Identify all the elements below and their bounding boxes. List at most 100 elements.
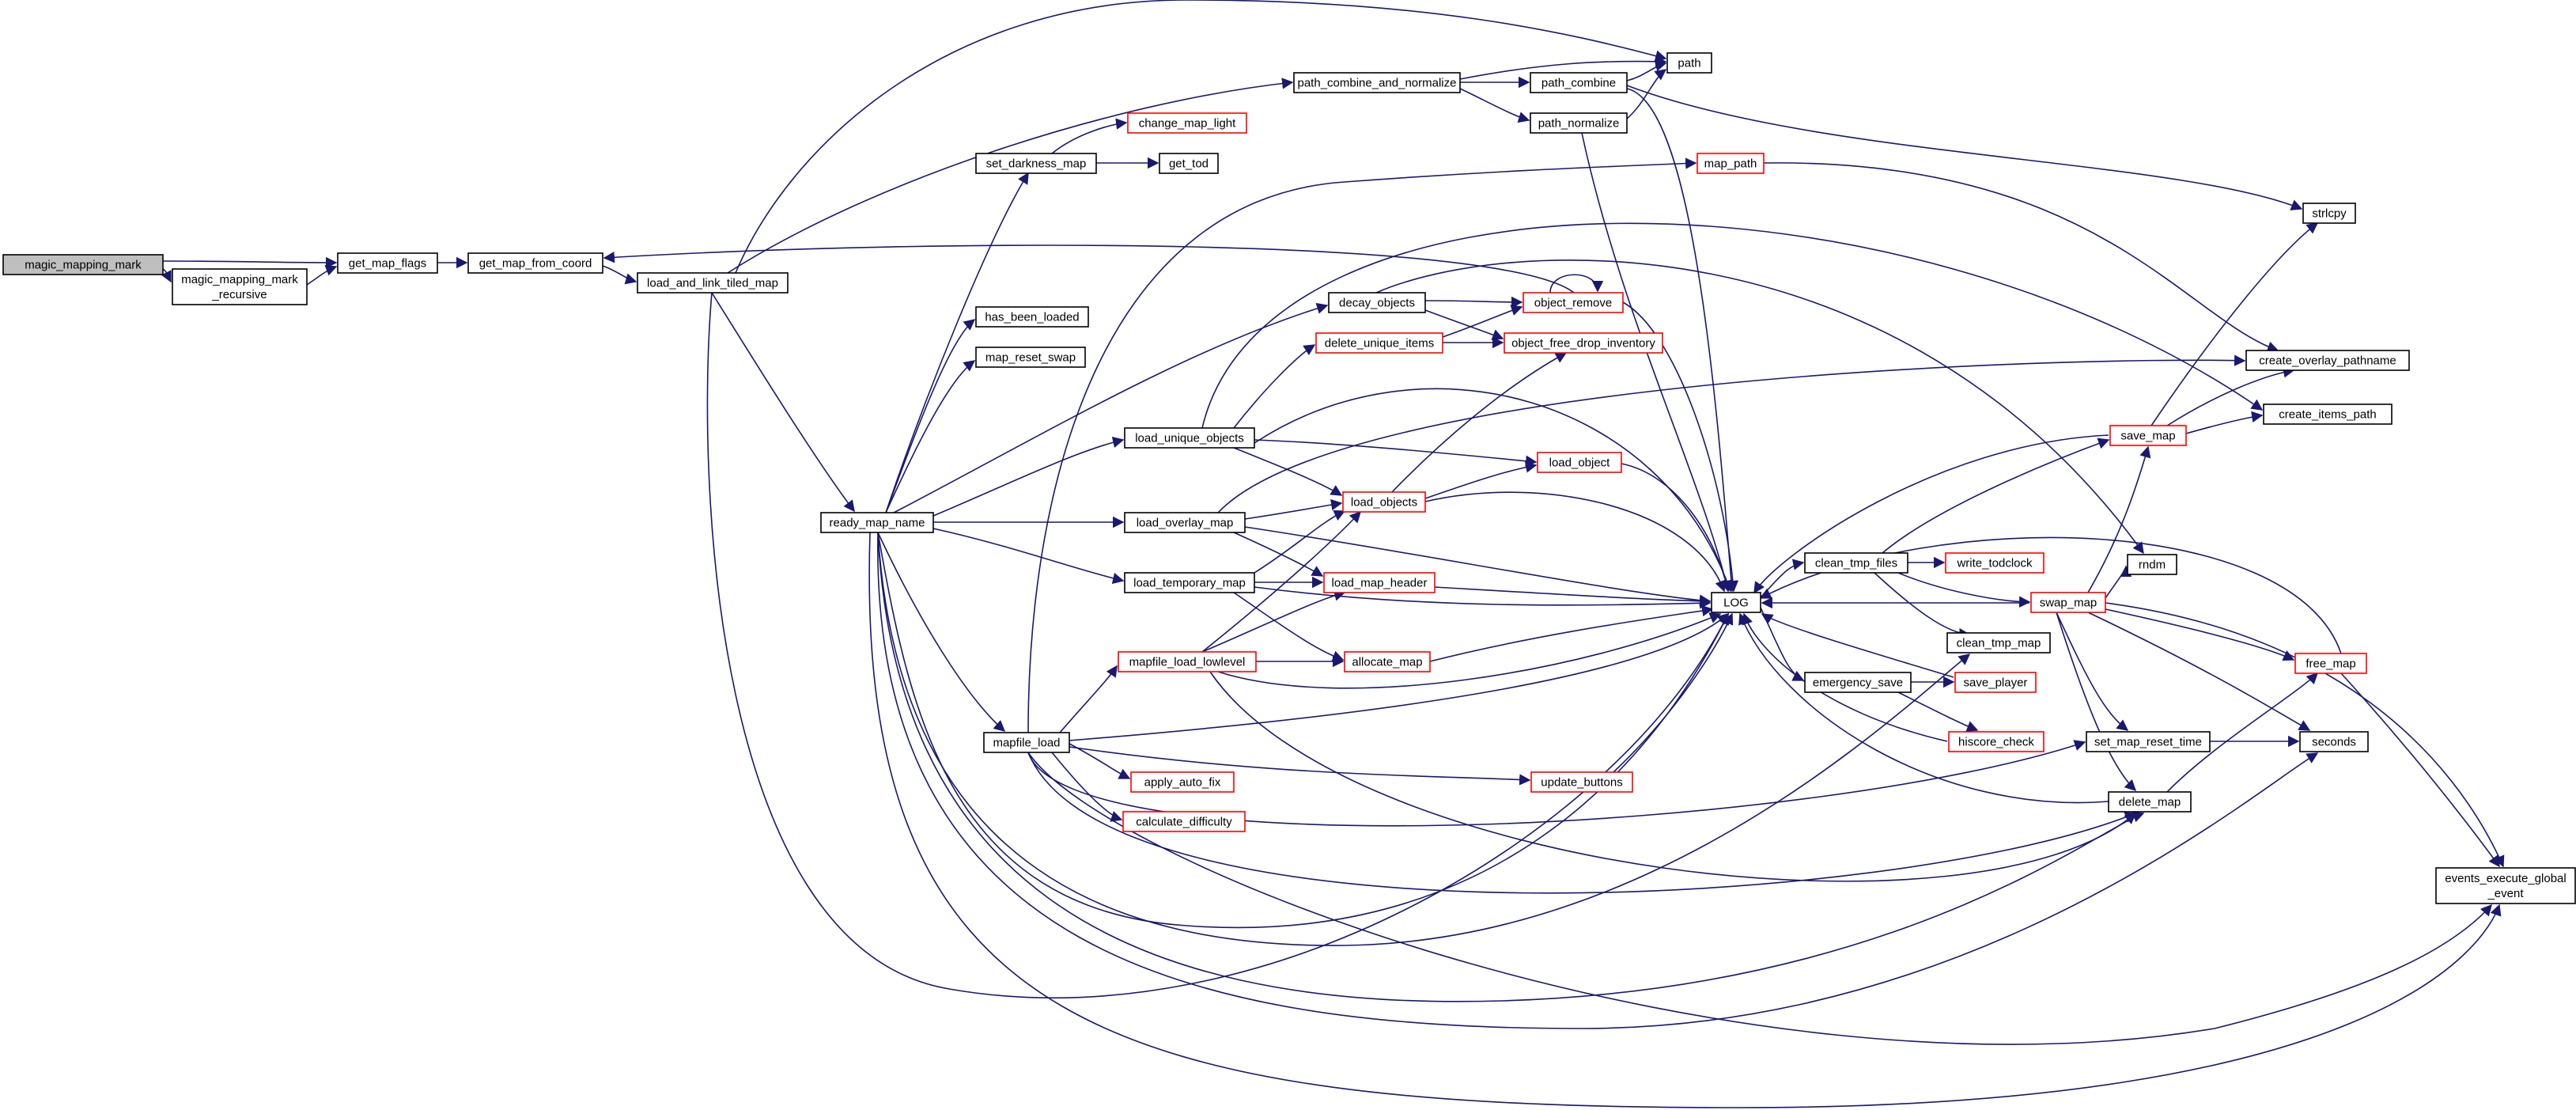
node-path-combine-and-normalize[interactable]: path_combine_and_normalize xyxy=(1293,72,1461,93)
node-label: set_map_reset_time xyxy=(2094,736,2202,749)
node-label: object_free_drop_inventory xyxy=(1511,337,1655,350)
node-label: magic_mapping_mark xyxy=(181,273,298,286)
node-delete-unique-items[interactable]: delete_unique_items xyxy=(1315,332,1443,354)
node-write-todclock[interactable]: write_todclock xyxy=(1945,552,2045,574)
node-hiscore-check[interactable]: hiscore_check xyxy=(1948,731,2045,752)
node-box xyxy=(1328,292,1426,313)
node-label: load_unique_objects xyxy=(1135,432,1244,445)
node-box xyxy=(467,252,603,274)
node-get-map-from-coord[interactable]: get_map_from_coord xyxy=(467,252,603,274)
node-label: object_remove xyxy=(1534,297,1612,310)
node-emergency-save[interactable]: emergency_save xyxy=(1804,672,1912,693)
edge-load-overlay-map-to-LOG xyxy=(1244,526,1712,607)
node-calculate-difficulty[interactable]: calculate_difficulty xyxy=(1122,811,1246,832)
node-create-overlay-pathname[interactable]: create_overlay_pathname xyxy=(2245,350,2410,371)
node-decay-objects[interactable]: decay_objects xyxy=(1328,292,1426,313)
node-set-map-reset-time[interactable]: set_map_reset_time xyxy=(2086,731,2211,752)
edge-save-map-to-LOG xyxy=(1753,434,2109,594)
node-label: map_reset_swap xyxy=(985,351,1076,365)
node-clean-tmp-map[interactable]: clean_tmp_map xyxy=(1946,632,2051,653)
edge-mapfile-load-lowlevel-to-load-objects xyxy=(1201,510,1361,653)
edge-ready-map-name-to-has-been-loaded xyxy=(885,319,976,513)
node-label: _event xyxy=(2487,887,2524,900)
node-set-darkness-map[interactable]: set_darkness_map xyxy=(975,153,1097,174)
edge-load-objects-to-LOG xyxy=(1424,491,1727,593)
node-ready-map-name[interactable]: ready_map_name xyxy=(820,512,934,533)
node-box xyxy=(975,153,1097,174)
node-create-items-path[interactable]: create_items_path xyxy=(2263,403,2393,425)
edge-mapfile-load-to-calculate-difficulty xyxy=(1051,752,1123,822)
edge-load-unique-objects-to-create-items-path xyxy=(1201,222,2264,429)
node-has-been-loaded[interactable]: has_been_loaded xyxy=(975,306,1089,328)
node-label: set_darkness_map xyxy=(986,157,1087,171)
node-strlcpy[interactable]: strlcpy xyxy=(2302,203,2356,224)
node-path[interactable]: path xyxy=(1666,52,1712,74)
node-box xyxy=(2435,867,2576,904)
node-save-map[interactable]: save_map xyxy=(2109,425,2187,446)
edge-map-path-to-create-overlay-pathname xyxy=(1763,162,2279,353)
node-path-combine[interactable]: path_combine xyxy=(1530,72,1628,93)
node-update-buttons[interactable]: update_buttons xyxy=(1530,771,1633,793)
edge-load-and-link-tiled-map-to-path xyxy=(735,0,1667,274)
node-delete-map[interactable]: delete_map xyxy=(2108,791,2192,813)
node-swap-map[interactable]: swap_map xyxy=(2030,592,2106,613)
node-box xyxy=(1954,672,2037,693)
node-allocate-map[interactable]: allocate_map xyxy=(1344,651,1431,672)
edge-mapfile-load-to-delete-map xyxy=(1027,752,2137,894)
node-label: path_combine xyxy=(1541,77,1616,90)
node-mapfile-load[interactable]: mapfile_load xyxy=(983,732,1070,753)
edge-object-remove-to-object-remove xyxy=(1549,274,1604,294)
edge-clean-tmp-files-to-save-map xyxy=(1882,438,2110,554)
node-load-map-header[interactable]: load_map_header xyxy=(1323,572,1436,593)
node-free-map[interactable]: free_map xyxy=(2294,653,2367,674)
node-load-unique-objects[interactable]: load_unique_objects xyxy=(1124,427,1255,449)
node-save-player[interactable]: save_player xyxy=(1954,672,2037,693)
edge-load-overlay-map-to-create-overlay-pathname xyxy=(1217,354,2246,513)
edge-swap-map-to-rndm xyxy=(2105,565,2132,599)
node-object-free-drop-inventory[interactable]: object_free_drop_inventory xyxy=(1504,332,1663,354)
edge-decay-objects-to-object-remove xyxy=(1424,296,1523,309)
node-label: allocate_map xyxy=(1352,656,1422,669)
edge-decay-objects-to-rndm xyxy=(1375,260,2144,555)
node-object-remove[interactable]: object_remove xyxy=(1523,292,1624,313)
node-magic-mapping-mark[interactable]: magic_mapping_mark xyxy=(2,254,164,275)
node-mapfile-load-lowlevel[interactable]: mapfile_load_lowlevel xyxy=(1118,651,1257,672)
edge-ready-map-name-to-delete-map xyxy=(877,532,2145,1002)
node-apply-auto-fix[interactable]: apply_auto_fix xyxy=(1130,771,1235,793)
node-box xyxy=(2,254,164,275)
node-LOG[interactable]: LOG xyxy=(1711,592,1761,613)
node-load-object[interactable]: load_object xyxy=(1537,452,1622,473)
node-events-execute-global-event[interactable]: events_execute_global_event xyxy=(2435,867,2576,904)
edge-set-darkness-map-to-change-map-light xyxy=(1051,118,1128,154)
node-load-and-link-tiled-map[interactable]: load_and_link_tiled_map xyxy=(637,272,789,294)
node-load-overlay-map[interactable]: load_overlay_map xyxy=(1124,512,1246,533)
node-map-reset-swap[interactable]: map_reset_swap xyxy=(975,347,1086,368)
node-rndm[interactable]: rndm xyxy=(2127,554,2177,575)
node-path-normalize[interactable]: path_normalize xyxy=(1530,112,1628,134)
node-map-path[interactable]: map_path xyxy=(1697,153,1765,174)
edge-load-unique-objects-to-load-objects xyxy=(1233,447,1343,496)
node-get-tod[interactable]: get_tod xyxy=(1159,153,1219,174)
node-load-temporary-map[interactable]: load_temporary_map xyxy=(1124,572,1255,593)
node-label: calculate_difficulty xyxy=(1136,816,1232,829)
node-seconds[interactable]: seconds xyxy=(2299,731,2369,752)
edge-magic-mapping-mark-to-magic-mapping-mark-recursive xyxy=(161,268,172,283)
edge-load-object-to-LOG xyxy=(1621,463,1732,593)
node-load-objects[interactable]: load_objects xyxy=(1342,491,1426,513)
node-box xyxy=(2030,592,2106,613)
edge-save-map-to-create-items-path xyxy=(2185,411,2264,434)
node-change-map-light[interactable]: change_map_light xyxy=(1127,112,1247,134)
node-get-map-flags[interactable]: get_map_flags xyxy=(337,252,438,274)
node-label: apply_auto_fix xyxy=(1144,776,1221,790)
edge-save-map-to-strlcpy xyxy=(2150,222,2319,426)
node-magic-mapping-mark-recursive[interactable]: magic_mapping_mark_recursive xyxy=(172,268,308,305)
edge-mapfile-load-to-LOG xyxy=(1069,613,1730,741)
node-clean-tmp-files[interactable]: clean_tmp_files xyxy=(1804,552,1908,574)
edge-ready-map-name-to-events-execute-global-event xyxy=(868,532,2502,1108)
node-box xyxy=(1537,452,1622,473)
node-box xyxy=(2086,731,2211,752)
node-box xyxy=(1523,292,1624,313)
node-box xyxy=(2108,791,2192,813)
edge-swap-map-to-free-map xyxy=(2105,608,2295,661)
edge-ready-map-name-to-decay-objects xyxy=(893,302,1329,513)
